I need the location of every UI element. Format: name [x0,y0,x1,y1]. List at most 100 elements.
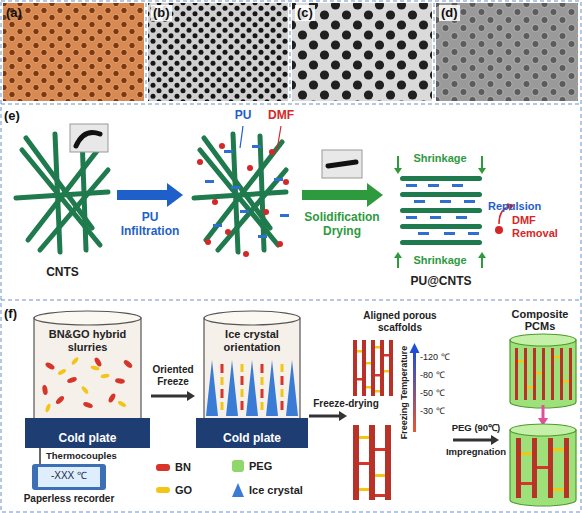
aligned-scaffold-fine [357,350,362,353]
aligned-scaffold-fine [375,390,380,393]
aligned-flakes [261,377,264,385]
legend-entry: PEG [232,460,272,472]
composite-cylinder [521,482,532,485]
node-caption: PU@CNTS [385,274,497,288]
dmf-molecules [263,209,269,215]
pu-chains [406,216,417,219]
composite-cylinder [553,448,564,451]
dmf-molecules [219,143,225,149]
dmf-molecules [212,199,218,205]
ice-crystals [286,360,298,416]
pu-chains [240,210,249,213]
legend-entry: BN [156,461,191,473]
shrinkage-arrow [394,156,486,268]
composite-cylinder [533,348,536,400]
process-step-label: Oriented Freeze [149,364,197,388]
pu-chains [205,145,289,238]
pu-chains [274,178,283,181]
process-connector [151,395,187,398]
process-connector [302,190,367,200]
shrinkage-arrow [478,168,486,174]
pu-chains [464,200,475,203]
beaker [204,311,300,325]
leader-line [277,126,281,150]
process-note: Shrinkage [408,254,472,267]
panel-frame [1,104,581,105]
pu-chains [452,184,463,187]
aligned-scaffold-coarse [375,474,385,477]
shrinkage-arrow [481,258,483,268]
process-step-label: Freeze-drying [310,398,382,410]
aligned-scaffold-fine [366,362,371,365]
bn-flakes [42,356,134,409]
shrinkage-arrow [394,168,402,174]
sem-image [148,3,288,101]
composite-cylinder [524,348,527,400]
go-sheets [45,403,52,413]
sample-photo-inset [70,124,108,152]
ice-crystal-symbol [232,483,244,497]
slurry-beaker: BN&GO hybrid slurriesCold plate [25,306,150,448]
composite-cylinder [510,334,576,346]
bn-flakes [44,361,55,370]
panel-frame [1,300,581,301]
dmf-molecules [197,159,203,165]
composite-cylinder [510,430,576,506]
cold-plate [25,418,150,448]
legend-swatch [156,487,170,493]
pu-chains [280,214,289,217]
sample-photo-inset [322,150,362,178]
pu-chains [430,216,441,219]
panel-label: (b) [151,5,172,21]
composite-cylinder [510,424,576,436]
recorder-body [38,467,100,487]
composite-cylinder [542,348,545,400]
beaker-title: Ice crystal orientation [206,328,298,354]
aligned-flakes [221,377,224,385]
aligned-scaffold-coarse [359,488,369,491]
aligned-scaffold-fine [380,340,384,396]
pu-chains [406,184,417,187]
cnt-sticks [194,192,286,198]
go-sheets [57,368,67,376]
composite-cylinder [537,466,548,469]
composite-cylinder [515,348,518,400]
cold-plate-label: Cold plate [25,431,150,445]
beaker [34,318,141,425]
aligned-flakes [221,389,224,398]
cnt-layers [400,192,482,197]
dmf-molecules [277,241,283,247]
go-sheets [100,373,110,379]
composite-cylinder [510,424,576,506]
panel-frame [290,3,291,101]
bn-flakes [66,376,77,384]
pu-chains [468,232,479,235]
composite-cylinder [548,438,553,498]
composite-cylinder [554,356,560,359]
go-sheets [90,365,100,371]
pu-chains [231,186,240,189]
aligned-scaffold-coarse [369,425,375,500]
composite-cylinder [564,438,569,498]
aligned-flakes [241,364,244,372]
pu-chains [252,145,261,148]
pu-chains [418,232,429,235]
sem-image [148,3,578,101]
legend-swatch [156,464,170,471]
sample-photo-inset [70,124,108,152]
shrinkage-arrow [478,252,486,258]
freezing-beaker: Ice crystal orientationCold plate [196,306,308,448]
aligned-scaffold-coarse [359,462,369,465]
sem-image [436,3,578,101]
bn-flakes [107,392,116,403]
legend-entry: Ice crystal [232,483,303,497]
bn-flakes [55,395,66,406]
pu-chains [456,216,467,219]
go-sheets [81,385,90,394]
legend-entry: GO [156,484,192,496]
ice-crystals [226,360,238,416]
aligned-scaffold-fine [389,340,393,396]
cnt-sticks [194,134,286,252]
